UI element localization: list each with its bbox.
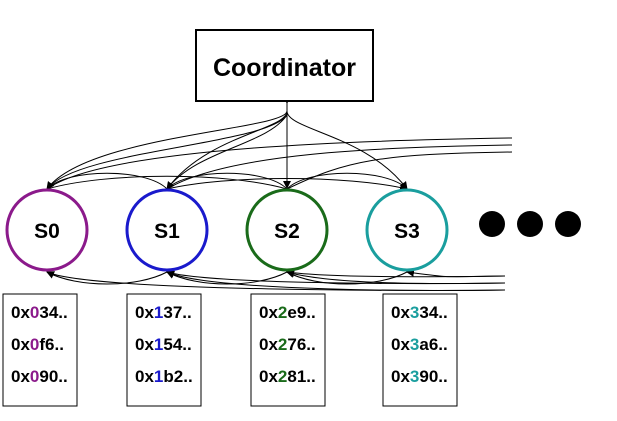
hash-prefix: 0x	[259, 367, 278, 386]
hash-entry: 0x090..	[11, 367, 68, 386]
connection-edges	[46, 96, 513, 291]
server-peer-edge	[166, 271, 288, 285]
hash-suffix: 54..	[163, 335, 191, 354]
server-circle	[245, 188, 329, 272]
coordinator-label: Coordinator	[213, 54, 356, 82]
coordinator-to-server-edge	[286, 110, 408, 190]
server-node-s0: S0	[5, 188, 89, 272]
external-link-edge	[166, 144, 513, 190]
hash-box-frame	[126, 293, 202, 407]
hash-suffix: f6..	[39, 335, 64, 354]
hash-box-frame	[382, 293, 458, 407]
hash-prefix: 0x	[391, 303, 410, 322]
external-link-edge	[46, 137, 513, 190]
hash-entry: 0x2e9..	[259, 303, 316, 322]
ellipsis-dot	[479, 211, 505, 237]
hash-suffix: 76..	[287, 335, 315, 354]
hash-entry: 0x281..	[259, 367, 316, 386]
hash-suffix: 34..	[39, 303, 67, 322]
server-peer-edge	[166, 178, 408, 192]
server-nodes: S0 S1 S2 S3	[5, 188, 449, 272]
coordinator-box	[195, 29, 374, 102]
hash-prefix: 0x	[135, 367, 154, 386]
server-peer-edge	[286, 271, 408, 285]
hash-shard-digit: 1	[154, 335, 163, 354]
more-servers-ellipsis	[479, 211, 581, 237]
hash-entry: 0x390..	[391, 367, 448, 386]
hash-shard-digit: 2	[278, 303, 287, 322]
server-circle	[5, 188, 89, 272]
hash-shard-digit: 3	[410, 367, 419, 386]
server-label: S0	[34, 220, 60, 243]
hash-entry: 0x1b2..	[135, 367, 193, 386]
hash-box-frame	[250, 293, 326, 407]
server-circle	[365, 188, 449, 272]
coordinator-node: Coordinator	[195, 29, 374, 102]
hash-suffix: 37..	[163, 303, 191, 322]
hash-suffix: 90..	[419, 367, 447, 386]
hash-prefix: 0x	[135, 303, 154, 322]
hash-suffix: 34..	[419, 303, 447, 322]
hash-box-frame	[2, 293, 78, 407]
hash-entry: 0x154..	[135, 335, 192, 354]
coordinator-to-server-edge	[46, 114, 288, 190]
server-return-edge	[286, 268, 506, 278]
server-peer-edge	[46, 172, 168, 190]
hash-shard-digit: 0	[30, 303, 39, 322]
hash-shard-digit: 1	[154, 367, 163, 386]
hash-prefix: 0x	[391, 367, 410, 386]
server-label: S3	[394, 220, 420, 243]
hash-box-s3: 0x334..0x3a6..0x390..	[382, 293, 458, 407]
server-node-s3: S3	[365, 188, 449, 272]
hash-suffix: e9..	[287, 303, 315, 322]
server-node-s1: S1	[125, 188, 209, 272]
server-label: S1	[154, 220, 180, 243]
server-peer-edge	[166, 172, 288, 190]
hash-suffix: 90..	[39, 367, 67, 386]
hash-entry: 0x334..	[391, 303, 448, 322]
hash-prefix: 0x	[391, 335, 410, 354]
server-peer-edge	[286, 172, 408, 190]
hash-entry: 0x034..	[11, 303, 68, 322]
hash-shard-digit: 0	[30, 335, 39, 354]
server-node-s2: S2	[245, 188, 329, 272]
hash-shard-digit: 1	[154, 303, 163, 322]
server-circle	[125, 188, 209, 272]
hash-shard-digit: 2	[278, 335, 287, 354]
hash-entry: 0x0f6..	[11, 335, 64, 354]
hash-entry: 0x137..	[135, 303, 192, 322]
server-label: S2	[274, 220, 300, 243]
server-peer-edge	[46, 271, 168, 285]
hash-prefix: 0x	[135, 335, 154, 354]
coordinator-to-server-edge	[46, 110, 288, 190]
hash-box-s1: 0x137..0x154..0x1b2..	[126, 293, 202, 407]
server-return-edge	[46, 271, 506, 291]
hash-shard-digit: 3	[410, 303, 419, 322]
hash-shard-digit: 2	[278, 367, 287, 386]
hash-suffix: 81..	[287, 367, 315, 386]
ellipsis-dot	[555, 211, 581, 237]
hash-entry: 0x276..	[259, 335, 316, 354]
server-peer-edge	[46, 175, 288, 190]
hash-shard-digit: 3	[410, 335, 419, 354]
hash-prefix: 0x	[259, 303, 278, 322]
coordinator-to-server-edge	[166, 114, 288, 190]
ellipsis-dot	[517, 211, 543, 237]
coordinator-to-server-edge	[166, 110, 288, 190]
hash-box-s0: 0x034..0x0f6..0x090..	[2, 293, 78, 407]
hash-entry: 0x3a6..	[391, 335, 448, 354]
hash-prefix: 0x	[11, 303, 30, 322]
hash-shard-digit: 0	[30, 367, 39, 386]
hash-box-s2: 0x2e9..0x276..0x281..	[250, 293, 326, 407]
hash-suffix: b2..	[163, 367, 192, 386]
hash-boxes: 0x034..0x0f6..0x090..0x137..0x154..0x1b2…	[2, 293, 458, 407]
hash-prefix: 0x	[11, 335, 30, 354]
hash-prefix: 0x	[259, 335, 278, 354]
hash-suffix: a6..	[419, 335, 447, 354]
hash-prefix: 0x	[11, 367, 30, 386]
